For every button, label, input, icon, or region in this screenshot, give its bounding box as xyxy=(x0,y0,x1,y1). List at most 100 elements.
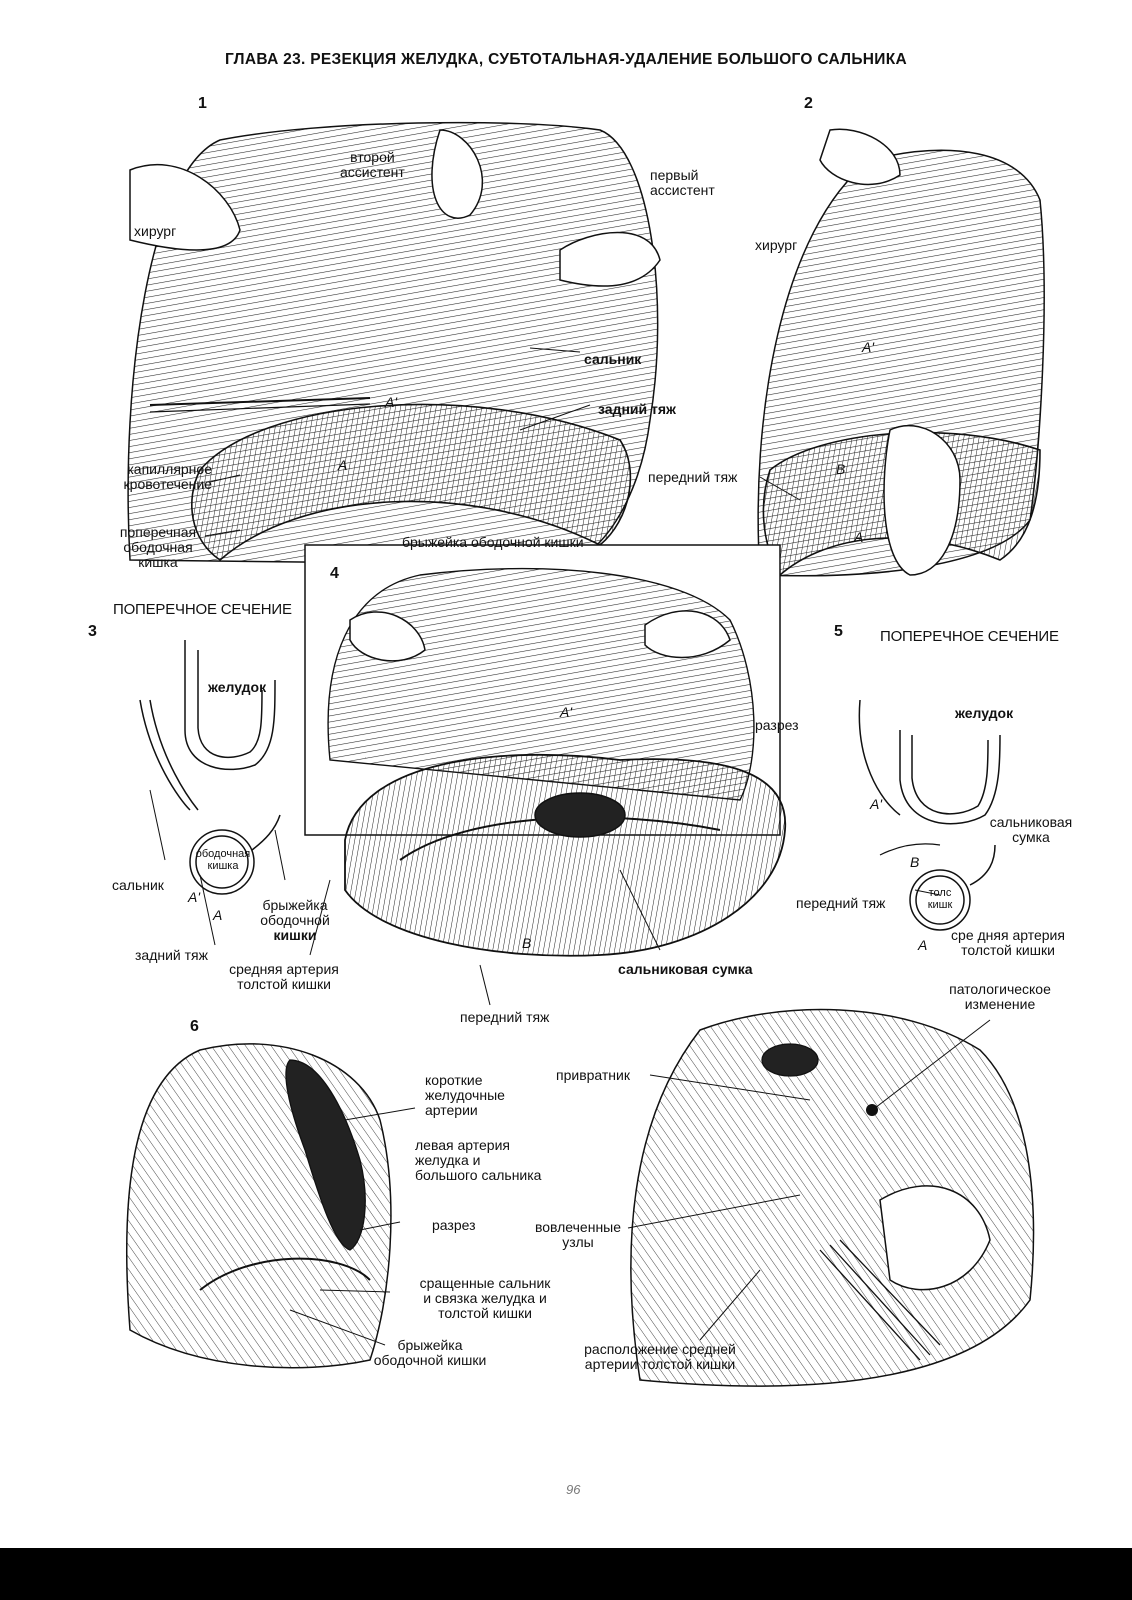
label-line: толстой кишки xyxy=(237,976,331,992)
label-fused-omentum: сращенные сальник и связка желудка и тол… xyxy=(400,1276,570,1321)
figure-5-drawing xyxy=(858,699,1001,931)
label-involved-nodes: вовлеченные узлы xyxy=(526,1220,630,1250)
label-line: желудка и xyxy=(415,1152,481,1168)
label-left-gastroepiploic: левая артерия желудка и большого сальник… xyxy=(415,1138,541,1183)
figure-number-2: 2 xyxy=(804,95,813,112)
figure-7-drawing xyxy=(630,1008,1035,1387)
label-anterior-cord-2: передний тяж xyxy=(648,469,738,485)
label-colon-inner-3: ободочная кишка xyxy=(194,848,252,872)
label-line: желудочные xyxy=(425,1087,505,1103)
label-posterior-cord-1: задний тяж xyxy=(598,401,676,417)
label-middle-colic-5: сре дняя артерия толстой кишки xyxy=(940,928,1076,958)
page-title: ГЛАВА 23. РЕЗЕКЦИЯ ЖЕЛУДКА, СУБТОТАЛЬНАЯ… xyxy=(224,51,907,68)
label-line: кишка xyxy=(207,860,239,872)
label-line: толстой кишки xyxy=(438,1305,532,1321)
label-line: кишк xyxy=(927,899,953,911)
label-line: изменение xyxy=(964,996,1036,1012)
label-capillary-bleeding: капиллярное кровотечение xyxy=(100,462,212,492)
label-colon-inner-5: толс кишк xyxy=(918,887,962,911)
figure-number-1: 1 xyxy=(198,95,207,112)
label-line: левая артерия xyxy=(415,1137,510,1153)
mark-a-3: A xyxy=(213,907,223,923)
label-bursa-4: сальниковая сумка xyxy=(618,961,753,977)
label-omentum-3: сальник xyxy=(112,877,164,893)
label-line: ассистент xyxy=(650,182,715,198)
label-line: брыжейка xyxy=(397,1337,463,1353)
label-line: короткие xyxy=(425,1072,483,1088)
label-bursa-5: сальниковая сумка xyxy=(975,815,1087,845)
page-number: 96 xyxy=(566,1482,581,1497)
label-first-assistant: первый ассистент xyxy=(650,168,715,198)
label-mesocolon-3: брыжейка ободочной кишки xyxy=(250,898,340,943)
label-short-gastric: короткие желудочные артерии xyxy=(425,1073,505,1118)
figure-number-3: 3 xyxy=(88,623,97,640)
label-mesocolon-6: брыжейка ободочной кишки xyxy=(355,1338,505,1368)
label-line: сре дняя артерия xyxy=(951,927,1065,943)
mark-a-prime-4: A' xyxy=(560,704,573,720)
mark-a-prime-5: A' xyxy=(870,796,883,812)
label-line: и связка желудка и xyxy=(423,1290,547,1306)
label-line: большого сальника xyxy=(415,1167,542,1183)
label-line: второй xyxy=(350,149,395,165)
figure-number-6: 6 xyxy=(190,1018,199,1035)
label-line: капиллярное xyxy=(127,461,212,477)
mark-a-prime-1: A' xyxy=(385,394,398,410)
mark-b-4: B xyxy=(522,935,532,951)
label-posterior-cord-3: задний тяж xyxy=(135,947,208,963)
section-heading-5: ПОПЕРЕЧНОЕ СЕЧЕНИЕ xyxy=(880,628,1059,645)
label-line: поперечная xyxy=(119,524,197,540)
label-pathology: патологическое изменение xyxy=(940,982,1060,1012)
mark-a-prime-2: A' xyxy=(862,339,875,355)
label-line: ободочной xyxy=(260,912,330,928)
label-line: ассистент xyxy=(340,164,405,180)
label-transverse-colon: поперечная ободочная кишка xyxy=(108,525,208,570)
label-omentum-1: сальник xyxy=(584,351,642,367)
label-surgeon-1: хирург xyxy=(134,223,177,239)
label-pylorus: привратник xyxy=(556,1067,630,1083)
leader-lines xyxy=(149,347,991,1346)
mark-a-5: A xyxy=(918,937,928,953)
label-line: кишки xyxy=(273,927,317,943)
label-line: брыжейка xyxy=(262,897,328,913)
label-incision-4: разрез xyxy=(755,717,799,733)
label-surgeon-2: хирург xyxy=(755,237,798,253)
label-stomach-5: желудок xyxy=(955,705,1014,721)
label-line: ободочная xyxy=(123,539,193,555)
label-line: патологическое xyxy=(949,981,1051,997)
label-line: первый xyxy=(650,167,699,183)
section-heading-3: ПОПЕРЕЧНОЕ СЕЧЕНИЕ xyxy=(113,601,292,618)
figure-4-drawing xyxy=(304,544,786,957)
label-line: средняя артерия xyxy=(229,961,339,977)
label-line: сращенные сальник xyxy=(419,1275,551,1291)
mark-b-5: B xyxy=(910,854,920,870)
label-mesocolon-1: брыжейка ободочной кишки xyxy=(402,534,584,550)
label-line: толс xyxy=(928,887,952,899)
mark-a-prime-3: A' xyxy=(188,889,201,905)
label-second-assistant: второй ассистент xyxy=(340,150,405,180)
scan-bottom-bar xyxy=(0,1548,1132,1600)
figure-number-4: 4 xyxy=(330,565,339,582)
mark-a-2: A xyxy=(854,529,864,545)
label-middle-colic-4: средняя артерия толстой кишки xyxy=(220,962,348,992)
label-line: кишка xyxy=(138,554,178,570)
label-stomach-3: желудок xyxy=(208,679,267,695)
label-line: узлы xyxy=(562,1234,594,1250)
label-line: сальниковая xyxy=(989,814,1073,830)
figure-3-drawing xyxy=(139,640,281,895)
figure-2-drawing xyxy=(757,128,1045,577)
label-anterior-cord-4: передний тяж xyxy=(460,1009,550,1025)
label-line: артерии xyxy=(425,1102,478,1118)
label-line: вовлеченные xyxy=(534,1219,622,1235)
label-line: кровотечение xyxy=(123,476,212,492)
label-line: артерии толстой кишки xyxy=(584,1356,736,1372)
mark-a-1: A xyxy=(338,457,348,473)
label-line: ободочной кишки xyxy=(373,1352,487,1368)
label-line: сумка xyxy=(1012,829,1050,845)
label-line: толстой кишки xyxy=(961,942,1055,958)
figure-6-drawing xyxy=(125,1043,392,1369)
figure-1-drawing xyxy=(127,121,661,566)
label-line: ободочная xyxy=(195,848,251,860)
label-line: расположение средней xyxy=(584,1341,736,1357)
label-middle-colic-location: расположение средней артерии толстой киш… xyxy=(560,1342,760,1372)
